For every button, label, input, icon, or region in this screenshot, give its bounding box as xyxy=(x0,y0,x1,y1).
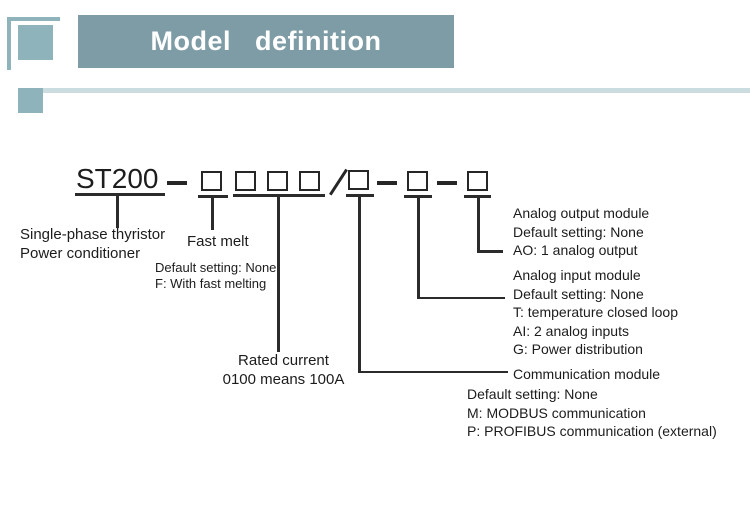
label-line: F: With fast melting xyxy=(155,275,267,291)
slash-separator xyxy=(329,168,348,196)
page-title-banner: Model definition xyxy=(78,15,454,68)
label-line: Single-phase thyristor xyxy=(20,226,166,243)
connector-analog-input-vertical xyxy=(417,198,420,299)
connector-analog-output-vertical xyxy=(477,198,480,252)
model-field-box-current-2 xyxy=(267,171,288,191)
dash-separator xyxy=(437,181,457,185)
label-line: Default setting: None xyxy=(155,260,277,275)
label-analog-input: Analog input module Default setting: Non… xyxy=(513,266,678,359)
label-line: Default setting: None xyxy=(513,285,644,302)
connector-rated-current xyxy=(277,197,280,352)
label-line: Analog output module xyxy=(513,205,650,221)
connector-communication-horizontal xyxy=(358,370,508,373)
accent-square-small-icon xyxy=(18,88,43,113)
label-line: T: temperature closed loop xyxy=(513,304,678,320)
header-divider xyxy=(43,88,750,93)
label-line: AI: 2 analog inputs xyxy=(513,322,629,339)
dash-separator xyxy=(377,181,397,185)
label-communication-title: Communication module xyxy=(513,366,661,382)
label-product-type: Single-phase thyristor Power conditioner xyxy=(20,225,165,263)
underline-communication xyxy=(346,194,374,197)
label-line: G: Power distribution xyxy=(513,341,643,357)
label-line: Power conditioner xyxy=(20,245,141,262)
model-code: ST200 xyxy=(76,163,159,194)
model-field-box-fast-melt xyxy=(201,171,222,191)
label-communication-details: Default setting: None M: MODBUS communic… xyxy=(467,385,717,441)
label-line: Default setting: None xyxy=(467,386,598,402)
label-fast-melt-title: Fast melt xyxy=(187,233,249,250)
connector-analog-input-horizontal xyxy=(417,296,505,299)
label-fast-melt-details: Default setting: None F: With fast melti… xyxy=(155,260,276,291)
label-line: P: PROFIBUS communication (external) xyxy=(467,423,717,439)
label-line: Default setting: None xyxy=(513,223,644,240)
label-rated-current: Rated current 0100 means 100A xyxy=(211,351,356,389)
model-field-box-analog-input xyxy=(407,171,428,191)
model-field-box-current-3 xyxy=(299,171,320,191)
underline-fast-melt xyxy=(198,195,228,198)
underline-analog-output xyxy=(464,195,491,198)
label-line: Rated current xyxy=(238,352,329,369)
label-analog-output: Analog output module Default setting: No… xyxy=(513,204,649,260)
label-line: 0100 means 100A xyxy=(222,371,345,388)
label-line: AO: 1 analog output xyxy=(513,242,638,258)
corner-bracket-decoration xyxy=(7,17,60,70)
accent-square-icon xyxy=(18,25,53,60)
connector-fast-melt xyxy=(211,198,214,230)
label-line: M: MODBUS communication xyxy=(467,404,646,421)
page-title: Model definition xyxy=(150,26,382,56)
model-field-box-analog-output xyxy=(467,171,488,191)
label-line: Analog input module xyxy=(513,267,641,283)
underline-model-code xyxy=(75,193,165,196)
connector-communication-vertical xyxy=(358,197,361,373)
model-field-box-current-1 xyxy=(235,171,256,191)
dash-separator xyxy=(167,181,187,185)
underline-analog-input xyxy=(404,195,432,198)
underline-rated-current xyxy=(233,194,325,197)
connector-model-code xyxy=(116,196,119,228)
model-field-box-communication xyxy=(348,170,369,190)
connector-analog-output-horizontal xyxy=(477,250,503,253)
